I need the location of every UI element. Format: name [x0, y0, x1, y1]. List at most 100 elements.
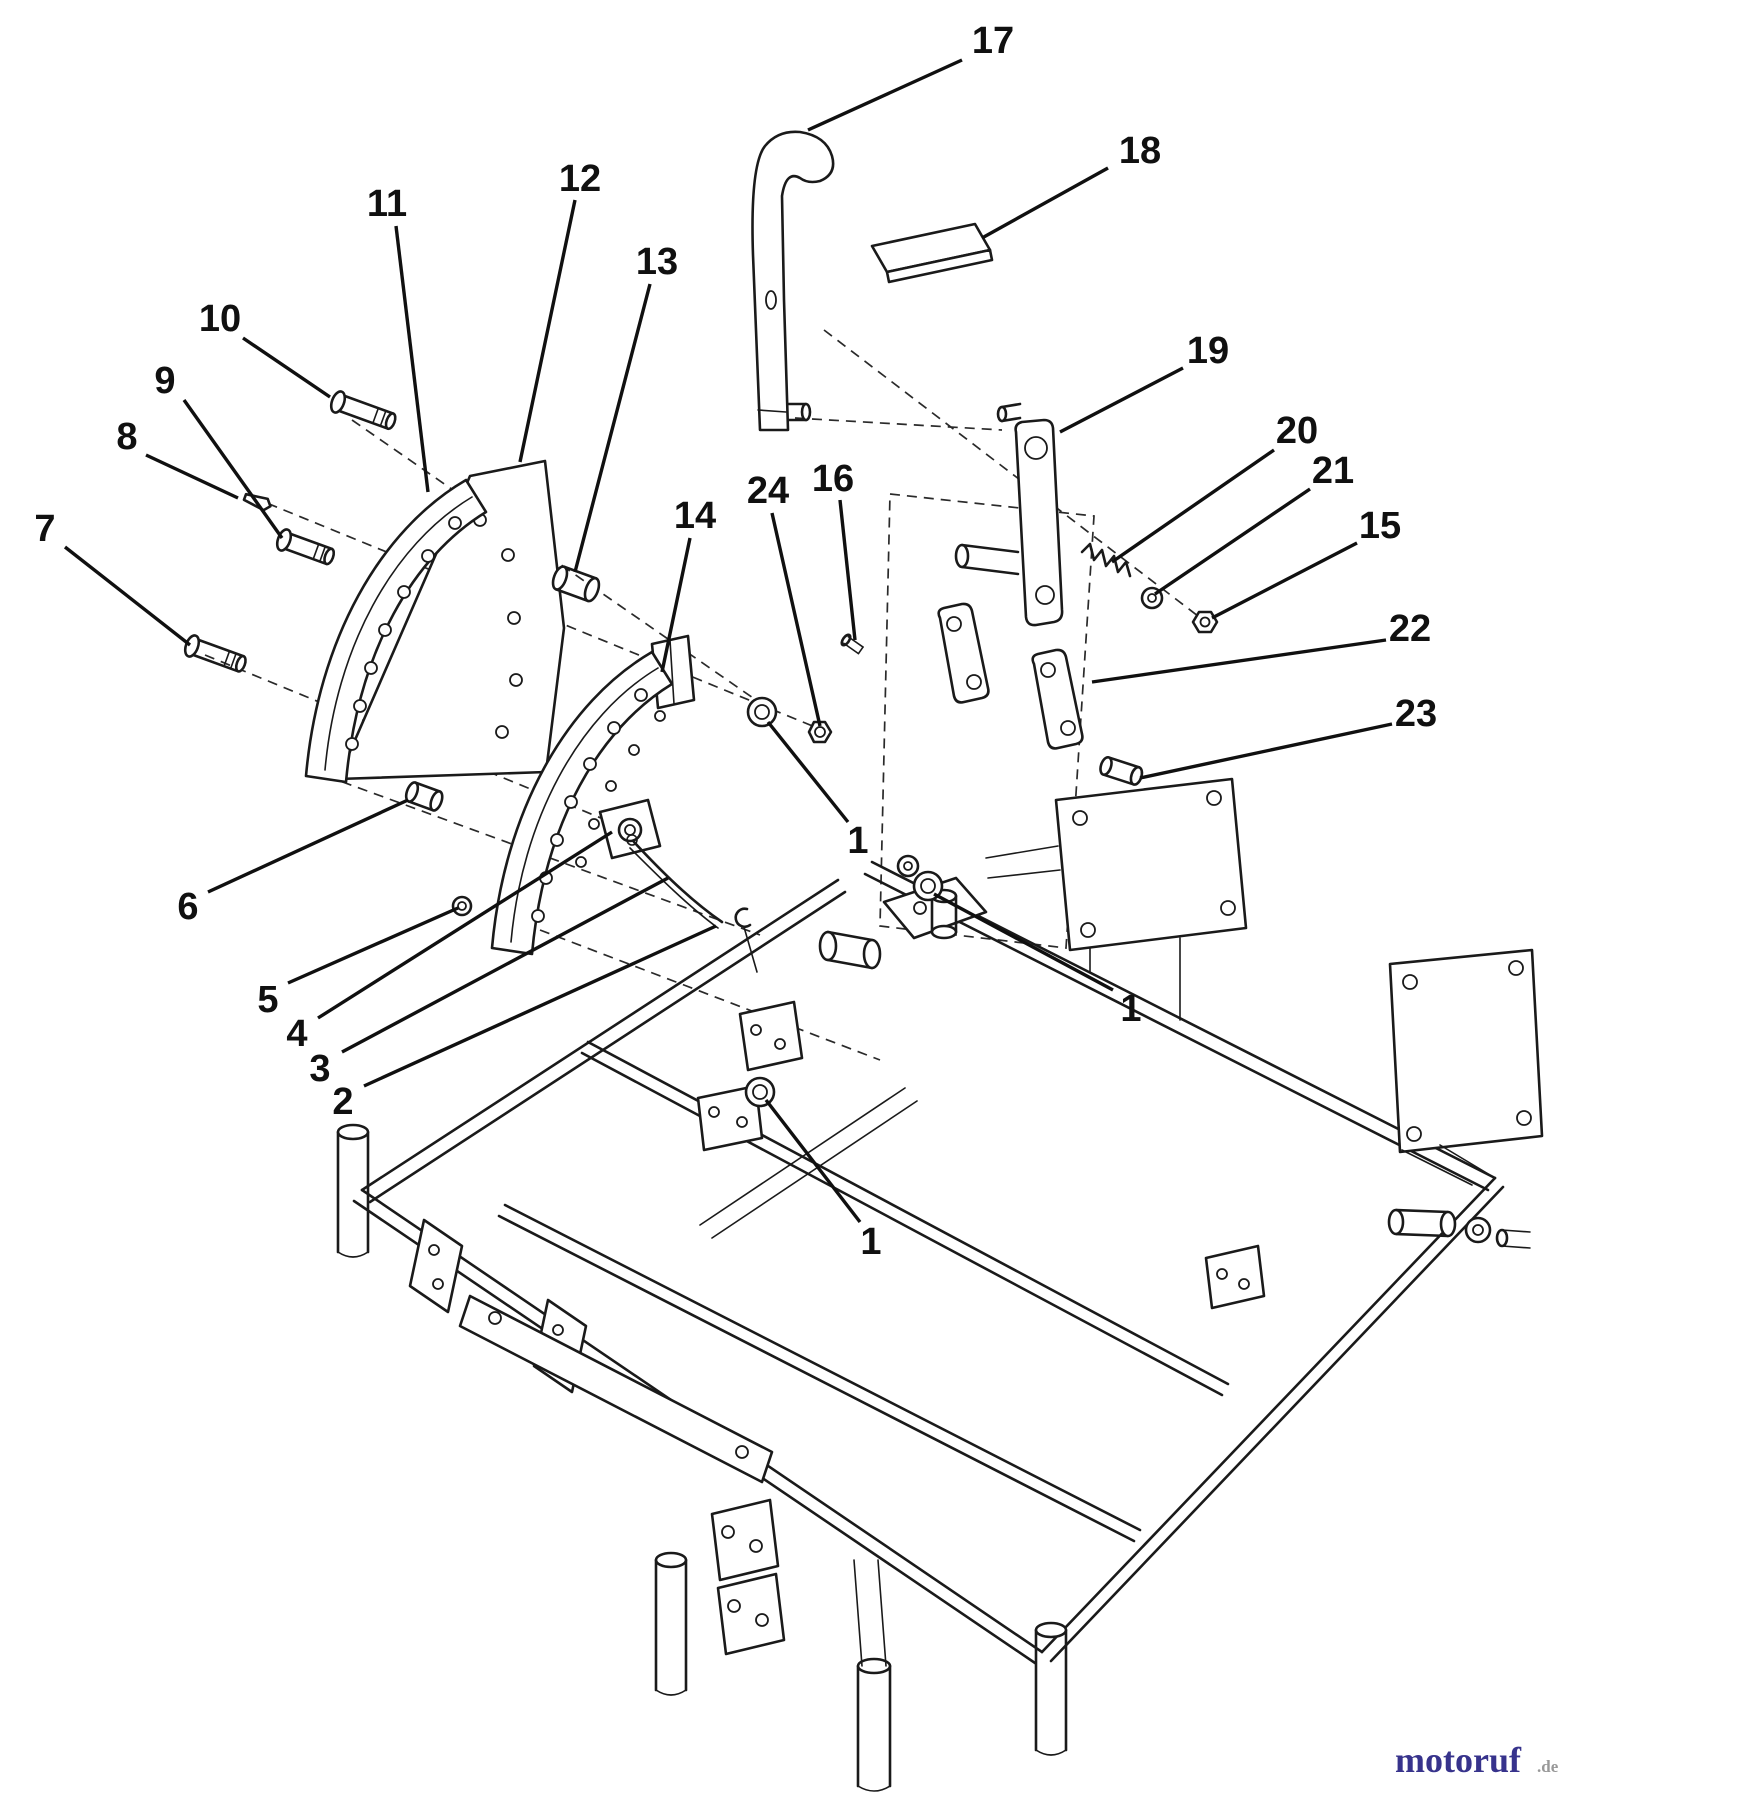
callout-line-9: [182, 399, 284, 539]
sector-plate-11: [304, 478, 488, 784]
callout-label-8: 8: [116, 416, 137, 458]
spacer-13: [551, 565, 601, 603]
callout-line-1: [766, 720, 850, 824]
lever-assembly: [937, 402, 1219, 786]
callout-line-14: [660, 537, 692, 673]
callout-line-10: [242, 336, 331, 399]
callout-line-18: [981, 166, 1109, 240]
callout-label-1: 1: [860, 1221, 881, 1263]
callout-label-19: 19: [1187, 330, 1229, 372]
callout-label-11: 11: [367, 183, 407, 225]
callout-line-12: [518, 199, 577, 463]
callout-label-17: 17: [972, 20, 1014, 62]
callout-label-13: 13: [636, 241, 678, 283]
frame-post-front: [654, 1551, 688, 1696]
callout-label-21: 21: [1312, 450, 1354, 492]
callout-label-2: 2: [332, 1081, 353, 1123]
nut-24: [807, 720, 833, 744]
left-plate-assembly: [183, 390, 601, 812]
frame-rail-nw: [360, 878, 847, 1204]
seat-bracket: [738, 1000, 804, 1072]
frame-bracket: [408, 1218, 464, 1314]
callout-label-1: 1: [847, 820, 868, 862]
bolt-9: [275, 528, 336, 566]
callout-line-21: [1154, 487, 1311, 596]
callout-line-19: [1059, 366, 1184, 434]
callout-label-10: 10: [199, 298, 241, 340]
flange-nut-1: [746, 696, 778, 728]
lift-lever-19: [996, 402, 1064, 627]
bolt-7: [183, 634, 247, 673]
pedal-pad-18: [870, 222, 994, 284]
bolt-10: [329, 390, 397, 431]
callout-label-12: 12: [559, 158, 601, 200]
pedal-assembly: [751, 130, 994, 432]
frame-strip-bracket: [458, 1294, 774, 1484]
callout-line-17: [807, 58, 963, 132]
engine-mount-plate: [985, 777, 1248, 1021]
callout-label-22: 22: [1389, 608, 1431, 650]
callout-line-22: [1091, 638, 1387, 684]
callout-label-16: 16: [812, 458, 854, 500]
callout-label-23: 23: [1395, 693, 1437, 735]
washer-21: [1140, 586, 1164, 610]
callout-line-1: [764, 1098, 862, 1224]
link-plate-22: [937, 602, 990, 704]
callout-label-6: 6: [177, 886, 198, 928]
callout-label-3: 3: [309, 1048, 330, 1090]
mount-plate-12: [336, 459, 566, 781]
frame-post-west: [336, 1123, 370, 1258]
pivot-4: [598, 798, 662, 860]
callout-label-18: 18: [1119, 130, 1161, 172]
caster-mount-plates: [710, 1498, 786, 1656]
rod-3: [626, 834, 724, 929]
callout-label-7: 7: [34, 508, 55, 550]
callout-line-15: [1211, 541, 1358, 620]
callout-line-2: [363, 924, 717, 1088]
rear-mount-plate: [1388, 948, 1544, 1186]
callout-line-5: [287, 906, 459, 985]
rear-axle-hardware: [1387, 1208, 1531, 1249]
frame-post-south: [853, 1559, 892, 1792]
frame-cross-member: [497, 1040, 1230, 1543]
spring-20: [1080, 542, 1132, 578]
frame-post-south-right: [1034, 1621, 1068, 1756]
clip-2: [734, 907, 758, 973]
flange-nut-1: [744, 1076, 776, 1108]
locknut-15: [1191, 610, 1219, 634]
pedal-arm-17: [751, 130, 835, 432]
callout-line-1: [933, 892, 1114, 992]
callout-line-16: [838, 499, 857, 641]
seat-bracket: [696, 1084, 764, 1152]
callout-line-4: [317, 830, 613, 1020]
callout-label-15: 15: [1359, 505, 1401, 547]
screw-16: [840, 633, 864, 655]
callout-line-7: [63, 545, 192, 647]
callout-label-9: 9: [154, 360, 175, 402]
frame-bracket-right: [1204, 1244, 1266, 1310]
washer: [896, 854, 920, 878]
watermark: motoruf .de: [1395, 1740, 1559, 1780]
callout-line-24: [770, 512, 822, 727]
washer-5: [451, 895, 473, 917]
callout-label-14: 14: [674, 495, 716, 537]
watermark-suffix: .de: [1537, 1757, 1559, 1776]
callout-line-6: [207, 798, 409, 894]
callout-label-24: 24: [747, 470, 789, 512]
callout-label-20: 20: [1276, 410, 1318, 452]
link-plate-22: [1031, 648, 1084, 750]
callout-label-5: 5: [257, 979, 278, 1021]
clevis-pin-23: [1099, 756, 1144, 786]
callout-line-23: [1139, 722, 1393, 780]
callout-line-11: [394, 225, 430, 493]
shaft: [954, 543, 1020, 576]
watermark-brand: motoruf: [1395, 1740, 1522, 1780]
callout-line-3: [341, 876, 669, 1054]
callout-label-4: 4: [286, 1013, 307, 1055]
callout-label-1: 1: [1120, 988, 1141, 1030]
callout-line-8: [145, 453, 239, 500]
callout-line-20: [1111, 448, 1275, 564]
